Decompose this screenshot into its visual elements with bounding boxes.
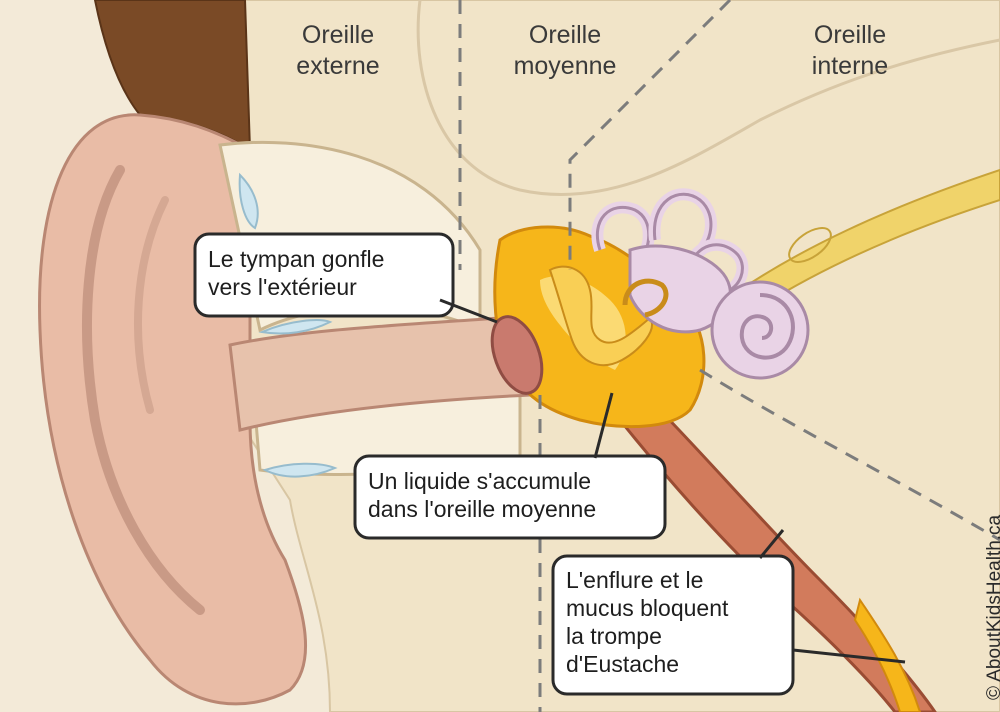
callout-eardrum-text: Le tympan gonfle vers l'extérieur <box>208 245 448 301</box>
callout-fluid-text: Un liquide s'accumule dans l'oreille moy… <box>368 467 658 523</box>
label-inner-ear: Oreille interne <box>795 20 905 82</box>
cochlea <box>712 282 808 378</box>
label-middle-ear: Oreille moyenne <box>500 20 630 82</box>
callout-eustachian-text: L'enflure et le mucus bloquent la trompe… <box>566 566 786 678</box>
label-outer-ear: Oreille externe <box>283 20 393 82</box>
copyright-notice: © AboutKidsHealth.ca <box>984 515 1000 700</box>
